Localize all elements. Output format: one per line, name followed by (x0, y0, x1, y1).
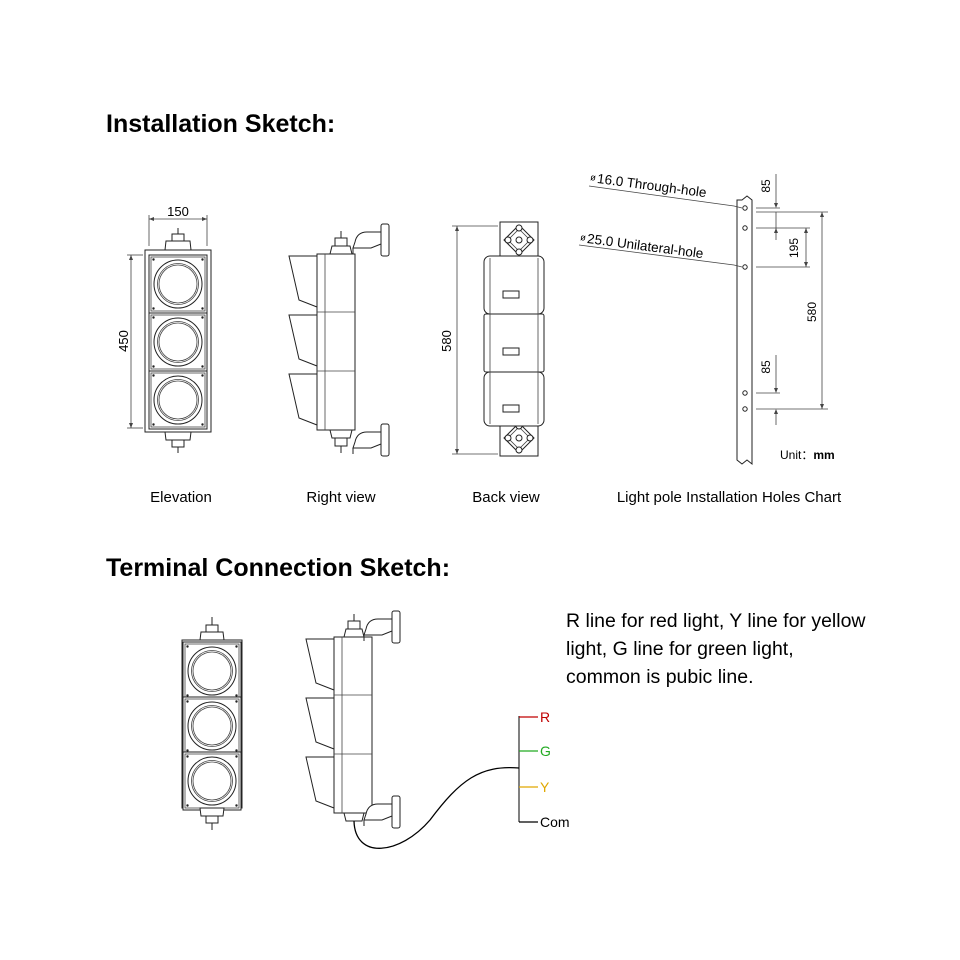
red-lamp-icon (148, 254, 208, 314)
terminal-elevation-view (181, 617, 243, 830)
hole-dim-span: 580 (805, 302, 819, 322)
through-hole-label: ø 16.0 Through-hole (590, 171, 708, 200)
unit-label: Unit：mm (780, 448, 835, 462)
diameter-symbol-icon: ø (580, 232, 587, 243)
hole-dim-c: 85 (759, 360, 773, 374)
caption-holes-chart: Light pole Installation Holes Chart (616, 489, 842, 506)
yellow-lamp-icon (182, 696, 242, 756)
caption-elevation: Elevation (150, 489, 212, 506)
elevation-width-dim: 150 (167, 204, 189, 219)
green-lamp-icon (148, 370, 208, 430)
signal-cable (353, 766, 520, 849)
installation-sketch-title: Installation Sketch: (106, 110, 336, 138)
right-view (288, 223, 390, 457)
bottom-bracket-icon (352, 423, 390, 457)
elevation-view (127, 215, 212, 453)
caption-right-view: Right view (306, 489, 376, 506)
terminal-right-view (305, 610, 401, 829)
terminal-note: R line for red light, Y line for yellow … (566, 610, 866, 688)
wire-label-com: Com (540, 814, 570, 830)
through-hole-text: 16.0 Through-hole (596, 171, 707, 200)
top-bracket-icon (352, 223, 390, 257)
holes-chart (578, 174, 828, 466)
wire-label-g: G (540, 743, 551, 759)
terminal-sketch-title: Terminal Connection Sketch: (106, 554, 451, 582)
back-height-dim: 580 (439, 330, 454, 352)
unilateral-hole-text: 25.0 Unilateral-hole (586, 231, 704, 261)
caption-back-view: Back view (472, 489, 540, 506)
top-mount-icon (499, 221, 539, 259)
red-lamp-icon (182, 641, 242, 701)
hole-dim-b: 195 (787, 238, 801, 258)
diameter-symbol-icon: ø (590, 172, 597, 183)
hole-dim-a: 85 (759, 179, 773, 193)
terminal-wires: R G Y Com (519, 709, 570, 830)
green-lamp-icon (182, 751, 242, 811)
unilateral-hole-label: ø 25.0 Unilateral-hole (580, 231, 705, 261)
yellow-lamp-icon (148, 312, 208, 372)
wire-label-r: R (540, 709, 550, 725)
wire-label-y: Y (540, 779, 550, 795)
elevation-height-dim: 450 (116, 330, 131, 352)
back-view (452, 221, 545, 457)
